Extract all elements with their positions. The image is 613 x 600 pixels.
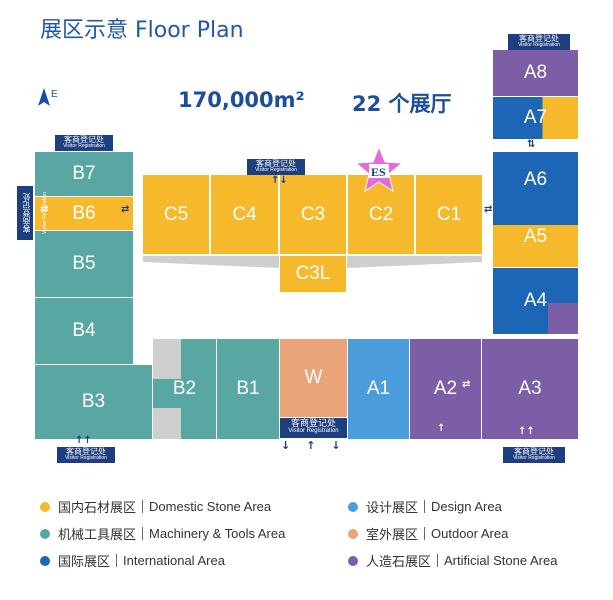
compass-icon: E bbox=[38, 88, 58, 106]
legend-item-outdoor: 室外展区 Outdoor Area bbox=[348, 524, 508, 543]
legend-dot bbox=[40, 501, 50, 512]
reg-en: Visitor Registration bbox=[518, 42, 560, 49]
legend-cn: 机械工具展区 bbox=[58, 527, 137, 542]
hall-a3[interactable]: A3 bbox=[482, 339, 578, 439]
legend-cn: 人造石展区 bbox=[366, 554, 432, 569]
hall-c3l[interactable]: C3L bbox=[280, 256, 346, 292]
hall-c2[interactable]: C2 bbox=[348, 175, 414, 254]
logo-text: ES bbox=[371, 165, 386, 179]
reg-en: Visitor Registration bbox=[63, 143, 105, 150]
legend-en: Machinery & Tools Area bbox=[149, 526, 286, 541]
hall-c5[interactable]: C5 bbox=[143, 175, 209, 254]
reg-cn: 客商登记处 bbox=[519, 34, 559, 43]
c-row-wedges bbox=[143, 256, 482, 268]
hall-a8[interactable]: A8 bbox=[493, 50, 578, 96]
hall-a6[interactable]: A6 bbox=[493, 152, 578, 207]
reg-cn: 客商登记处 bbox=[514, 447, 554, 456]
reg-cn: 客商登记处 bbox=[22, 193, 31, 233]
legend-dot bbox=[40, 555, 50, 566]
a7-a6-arrows: ⇅ bbox=[527, 139, 536, 150]
hall-a7[interactable]: A7 bbox=[493, 97, 578, 139]
a2-entry-arrow: ↑ bbox=[437, 423, 446, 434]
registration-b6[interactable]: 客商登记处 Visitor Registration bbox=[17, 186, 48, 240]
hall-count: 22 个展厅 bbox=[352, 92, 452, 116]
legend-item-machinery: 机械工具展区 Machinery & Tools Area bbox=[40, 524, 285, 543]
hall-b1[interactable]: B1 bbox=[217, 339, 279, 439]
reg-cn: 客商登记处 bbox=[66, 447, 106, 456]
legend-cn: 设计展区 bbox=[366, 500, 419, 515]
legend-dot bbox=[348, 528, 358, 539]
legend-en: Outdoor Area bbox=[431, 526, 509, 541]
legend-dot bbox=[40, 528, 50, 539]
legend-item-artificial: 人造石展区 Artificial Stone Area bbox=[348, 551, 557, 570]
a2-a3-arrows: ⇄ bbox=[462, 379, 471, 390]
legend-item-domestic: 国内石材展区 Domestic Stone Area bbox=[40, 497, 271, 516]
reg-cn: 客商登记处 bbox=[290, 418, 336, 428]
c4-c3-arrows: ↑↓ bbox=[271, 175, 288, 186]
hall-c3[interactable]: C3 bbox=[280, 175, 346, 254]
hall-a2[interactable]: A2 bbox=[410, 339, 481, 439]
w-exit-arrows: ↓↑↓ bbox=[281, 439, 357, 452]
compass-letter: E bbox=[51, 89, 58, 100]
legend-item-design: 设计展区 Design Area bbox=[348, 497, 502, 516]
legend-en: Artificial Stone Area bbox=[444, 553, 558, 568]
legend-cn: 国内石材展区 bbox=[58, 500, 137, 515]
hall-w[interactable]: W bbox=[280, 339, 347, 417]
legend-en: Domestic Stone Area bbox=[149, 499, 272, 514]
hall-a5[interactable]: A5 bbox=[493, 207, 578, 267]
legend-cn: 室外展区 bbox=[366, 527, 419, 542]
b3-entry-arrows: ↑↑ bbox=[75, 435, 92, 446]
hall-b3[interactable]: B3 bbox=[35, 365, 152, 439]
hall-c1[interactable]: C1 bbox=[416, 175, 482, 254]
reg-en: Visitor Registration bbox=[513, 455, 555, 462]
legend-en: Design Area bbox=[431, 499, 502, 514]
legend-cn: 国际展区 bbox=[58, 554, 111, 569]
reg-en: Visitor Registration bbox=[65, 455, 107, 462]
reg-en: Visitor Registration bbox=[255, 167, 297, 174]
reg-cn: 客商登记处 bbox=[64, 135, 104, 144]
reg-en: Visitor Registration bbox=[288, 428, 339, 435]
legend-item-international: 国际展区 International Area bbox=[40, 551, 225, 570]
hall-a4-artificial-part bbox=[548, 303, 578, 334]
b6-c5-arrows: ⇄ bbox=[121, 204, 130, 215]
star-logo-icon: ES bbox=[355, 146, 403, 192]
b2-gray-block-lower bbox=[153, 408, 181, 439]
c1-a5-arrows: ⇄ bbox=[484, 204, 493, 215]
reg-cn: 客商登记处 bbox=[256, 159, 296, 168]
hall-b5[interactable]: B5 bbox=[35, 231, 133, 297]
hall-b4[interactable]: B4 bbox=[35, 298, 133, 364]
hall-a1[interactable]: A1 bbox=[348, 339, 409, 439]
reg-en: Visitor Registration bbox=[42, 192, 48, 234]
b2-gray-block bbox=[153, 339, 181, 379]
hall-b7[interactable]: B7 bbox=[35, 152, 133, 196]
hall-c4[interactable]: C4 bbox=[211, 175, 278, 254]
a3-entry-arrows: ↑↑ bbox=[518, 426, 535, 437]
total-area: 170,000m² bbox=[178, 88, 305, 112]
legend-en: International Area bbox=[123, 553, 225, 568]
hall-b6[interactable]: B6 bbox=[35, 197, 133, 230]
page-title: 展区示意 Floor Plan bbox=[40, 18, 244, 43]
b6-entry-arrows: ⇄ bbox=[40, 205, 48, 215]
legend-dot bbox=[348, 555, 358, 566]
legend-dot bbox=[348, 501, 358, 512]
